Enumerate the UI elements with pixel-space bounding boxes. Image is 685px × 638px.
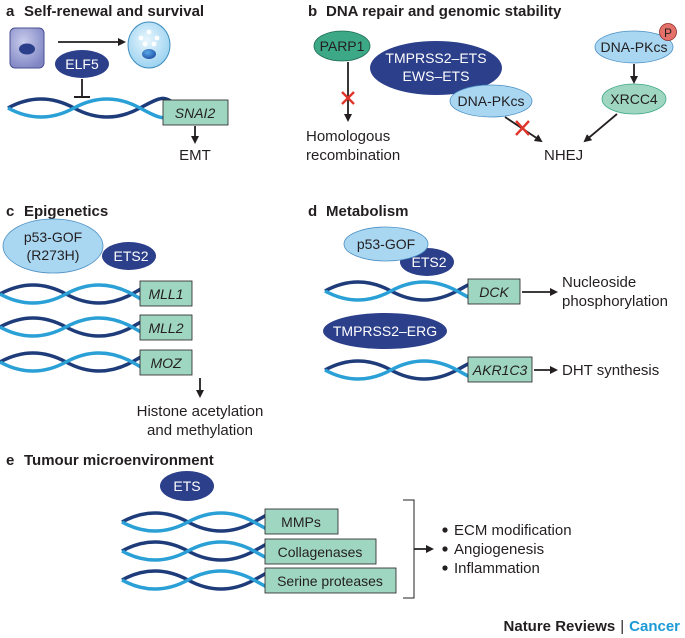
ets-protein-e	[160, 471, 214, 501]
journal-name: Nature Reviews	[504, 618, 616, 635]
outcome-inflammation: Inflammation	[454, 560, 540, 577]
gene-box-moz	[139, 349, 193, 376]
outcome-dht: DHT synthesis	[562, 362, 659, 379]
gene-box-collagenases	[264, 538, 377, 565]
journal-credit-text: Nature Reviews| Cancer	[504, 618, 681, 635]
phosphorylation-badge	[659, 23, 677, 41]
panel-c: c Epigenetics ETS2 p53-GOF (R273H) MLL1 …	[0, 203, 263, 439]
journal-separator: |	[620, 618, 624, 635]
elf5-protein	[55, 50, 109, 78]
gene-serine-proteases: Serine proteases	[277, 573, 383, 589]
stem-cell-icon	[127, 21, 171, 69]
journal-credit: Nature Reviews| Cancer	[504, 618, 681, 635]
panel-d: d Metabolism ETS2 p53-GOF DCK Nucleoside…	[308, 203, 668, 383]
outcome-angiogenesis: Angiogenesis	[454, 541, 544, 558]
panel-c-title: Epigenetics	[24, 203, 108, 220]
gene-box-dck	[467, 278, 521, 305]
outcome-histone-line1: Histone acetylation	[137, 403, 264, 420]
gene-dck: DCK	[479, 284, 509, 300]
block-mark-nhej	[515, 120, 530, 136]
parp1-label: PARP1	[320, 38, 365, 54]
dna-helix-e3	[121, 569, 274, 591]
panel-a-letter: a	[6, 3, 15, 20]
p53-label-c-line1: p53-GOF	[24, 229, 82, 245]
panel-d-title: Metabolism	[326, 203, 409, 220]
bullet-angiogenesis	[442, 546, 448, 552]
panel-a: a Self-renewal and survival ELF5 SNAI2 E…	[6, 3, 229, 164]
outcome-nucleoside-line1: Nucleoside	[562, 274, 636, 291]
gene-akr1c3: AKR1C3	[472, 362, 528, 378]
dna-helix-c2	[0, 316, 151, 338]
outcome-histone-line2: and methylation	[147, 422, 253, 439]
panel-b-title: DNA repair and genomic stability	[326, 3, 562, 20]
gene-box-mll2	[139, 314, 193, 341]
bullet-inflammation	[442, 565, 448, 571]
panel-e-title: Tumour microenvironment	[24, 452, 214, 469]
xrcc4-label: XRCC4	[610, 91, 658, 107]
ets2-protein-c	[102, 242, 156, 270]
gene-moz: MOZ	[150, 355, 182, 371]
outcome-nhej: NHEJ	[544, 147, 583, 164]
block-mark-hr	[341, 91, 355, 105]
panel-e-letter: e	[6, 452, 14, 469]
gene-snai2: SNAI2	[175, 105, 216, 121]
outcome-hr-line1: Homologous	[306, 128, 390, 145]
ets2-label-c: ETS2	[113, 248, 148, 264]
ets-fusion-protein	[370, 41, 502, 95]
panel-d-letter: d	[308, 203, 317, 220]
ets-label-e: ETS	[173, 478, 200, 494]
dnapkcs-label-1: DNA-PKcs	[458, 93, 525, 109]
elf5-label: ELF5	[65, 56, 99, 72]
dna-helix-e2	[121, 540, 274, 562]
p53-label-c-line2: (R273H)	[27, 247, 80, 263]
dna-helix-d1	[324, 280, 479, 302]
outcome-ecm: ECM modification	[454, 522, 572, 539]
phospho-label: P	[664, 26, 672, 40]
ets2-label-d: ETS2	[411, 254, 446, 270]
outcome-hr-line2: recombination	[306, 147, 400, 164]
dnapkcs-label-2: DNA-PKcs	[601, 39, 668, 55]
outcome-emt: EMT	[179, 147, 211, 164]
gene-box-mmps	[264, 508, 339, 535]
gene-box-serine-proteases	[264, 567, 397, 594]
gene-box-akr1c3	[467, 356, 533, 383]
dna-helix-d2	[324, 359, 479, 381]
p53-gof-protein-c	[2, 218, 104, 274]
dna-helix-a	[7, 96, 177, 120]
dnapkcs-protein-2	[594, 30, 674, 64]
gene-collagenases: Collagenases	[278, 544, 363, 560]
bullet-ecm	[442, 527, 448, 533]
cell-icon	[9, 27, 45, 69]
gene-mll2: MLL2	[148, 320, 183, 336]
outcome-nucleoside-line2: phosphorylation	[562, 293, 668, 310]
gene-box-mll1	[139, 280, 193, 307]
gene-box-snai2	[162, 99, 229, 126]
panel-e: e Tumour microenvironment ETS MMPs Colla…	[6, 452, 572, 599]
p53-label-d: p53-GOF	[357, 236, 415, 252]
xrcc4-nhej-arrow	[583, 113, 618, 143]
panel-b-letter: b	[308, 3, 317, 20]
fusion-label-line2: EWS–ETS	[403, 68, 470, 84]
dna-helix-c1	[0, 283, 151, 305]
gene-mll1: MLL1	[148, 286, 183, 302]
outcome-bracket	[403, 499, 415, 599]
p53-gof-protein-d	[343, 226, 429, 262]
parp1-protein	[313, 30, 371, 62]
panel-a-title: Self-renewal and survival	[24, 3, 204, 20]
tmprss2-erg-label: TMPRSS2–ERG	[333, 323, 437, 339]
tmprss2-erg-protein	[323, 313, 447, 349]
xrcc4-protein	[601, 83, 667, 115]
fusion-label-line1: TMPRSS2–ETS	[385, 50, 486, 66]
journal-section: Cancer	[629, 618, 680, 635]
gene-mmps: MMPs	[281, 514, 321, 530]
dna-helix-e1	[121, 511, 274, 533]
dnapkcs-protein-1	[449, 84, 533, 118]
panel-c-letter: c	[6, 203, 14, 220]
panel-b: b DNA repair and genomic stability PARP1…	[306, 3, 677, 164]
dna-helix-c3	[0, 351, 151, 373]
